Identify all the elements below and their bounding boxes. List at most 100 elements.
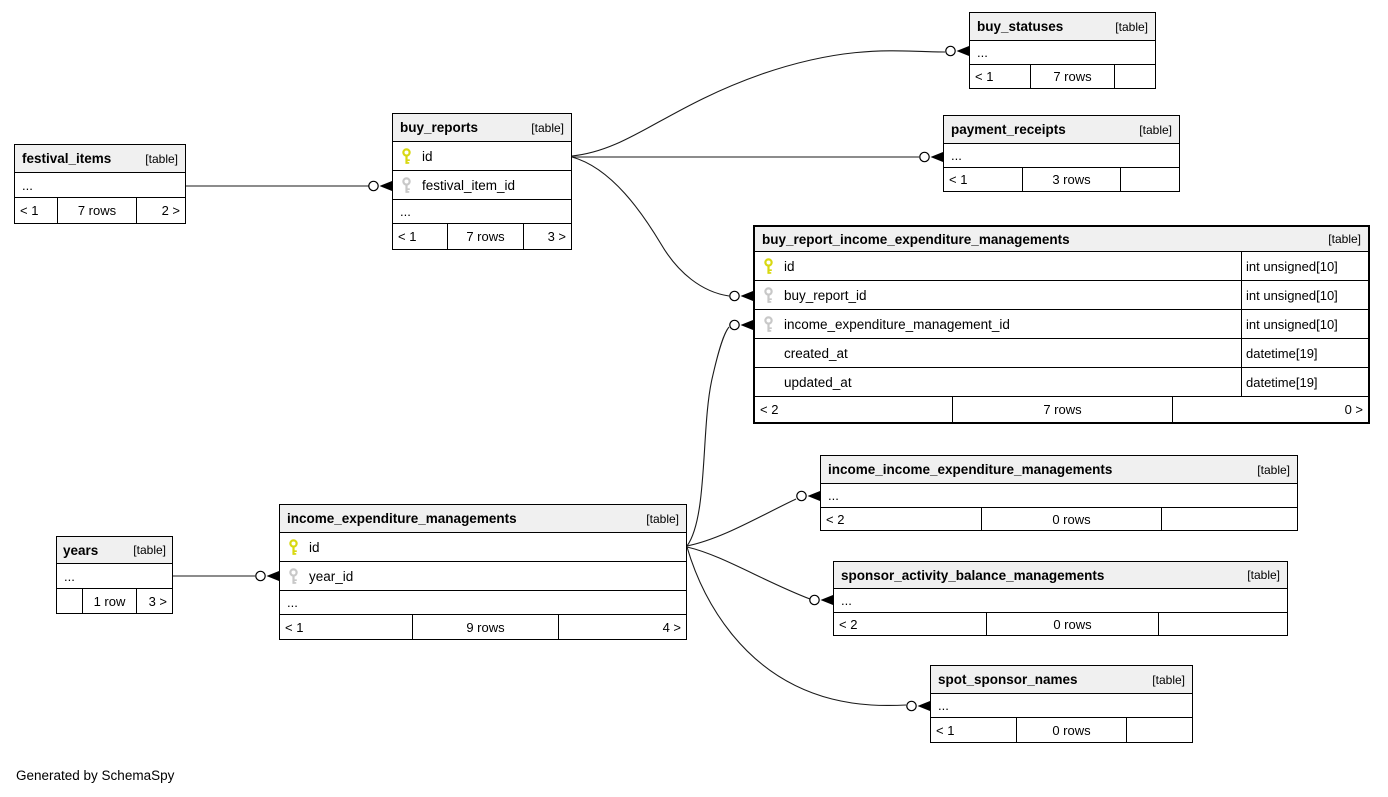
zero-circle-icon	[906, 700, 917, 712]
footer-children: 0 >	[1172, 397, 1368, 422]
footer-rowcount: 7 rows	[952, 397, 1172, 422]
hidden-columns-row: ...	[931, 694, 1192, 718]
table-name[interactable]: spot_sponsor_names	[938, 672, 1078, 687]
table-buy-statuses[interactable]: buy_statuses [table] ... < 1 7 rows	[969, 12, 1156, 89]
hidden-columns-row: ...	[970, 41, 1155, 65]
table-name[interactable]: festival_items	[22, 151, 112, 166]
column-name: created_at	[784, 345, 848, 361]
column-type: int unsigned[10]	[1241, 281, 1368, 309]
foreign-key-icon	[288, 567, 300, 585]
table-income-expenditure-managements[interactable]: income_expenditure_managements [table] i…	[279, 504, 687, 640]
table-tag: [table]	[1328, 232, 1361, 246]
column-name: buy_report_id	[784, 287, 867, 303]
column-name: income_expenditure_management_id	[784, 316, 1010, 332]
hidden-columns-row: ...	[280, 591, 686, 615]
foreign-key-icon	[763, 286, 775, 304]
table-payment-receipts[interactable]: payment_receipts [table] ... < 1 3 rows	[943, 115, 1180, 192]
table-tag: [table]	[133, 543, 166, 557]
table-tag: [table]	[1115, 19, 1148, 34]
zero-circle-icon	[809, 594, 820, 606]
primary-key-icon	[763, 257, 775, 275]
footer-rowcount: 3 rows	[1022, 168, 1120, 191]
column-row: id	[280, 533, 686, 562]
column-name: id	[309, 539, 320, 555]
hidden-columns-row: ...	[944, 144, 1179, 168]
zero-circle-icon	[255, 570, 266, 582]
footer-parents: < 1	[949, 172, 968, 187]
footer-parents: < 2	[839, 616, 858, 632]
footer-parents: < 1	[285, 619, 304, 635]
table-sponsor-activity-balance-managements[interactable]: sponsor_activity_balance_managements [ta…	[833, 561, 1288, 636]
zero-circle-icon	[729, 290, 740, 302]
column-row: id int unsigned[10]	[755, 252, 1368, 281]
table-name[interactable]: buy_reports	[400, 120, 479, 135]
foreign-key-icon	[763, 315, 775, 333]
connector-iem-sponsor	[686, 546, 811, 600]
crowfoot-arrow-icon	[740, 320, 753, 330]
table-tag: [table]	[531, 120, 564, 135]
footer-rowcount: 1 row	[82, 589, 136, 613]
table-buy-report-income-expenditure-managements[interactable]: buy_report_income_expenditure_management…	[753, 225, 1370, 424]
table-name[interactable]: sponsor_activity_balance_managements	[841, 567, 1105, 583]
table-name[interactable]: years	[63, 542, 99, 558]
footer-parents: < 2	[826, 511, 845, 527]
column-type: datetime[19]	[1241, 368, 1368, 396]
crowfoot-arrow-icon	[956, 46, 969, 56]
footer-children	[1114, 65, 1155, 88]
footer-rowcount: 9 rows	[412, 615, 558, 639]
connector-buy-reports-brem	[571, 156, 730, 297]
column-row: buy_report_id int unsigned[10]	[755, 281, 1368, 310]
footer-parents: < 1	[398, 229, 417, 244]
connector-iem-income-income	[686, 498, 797, 547]
table-name[interactable]: income_income_expenditure_managements	[828, 462, 1113, 477]
table-spot-sponsor-names[interactable]: spot_sponsor_names [table] ... < 1 0 row…	[930, 665, 1193, 743]
hidden-columns-row: ...	[834, 589, 1287, 613]
column-name: updated_at	[784, 374, 852, 390]
hidden-columns-row: ...	[15, 173, 185, 198]
column-type: int unsigned[10]	[1241, 252, 1368, 280]
column-row: income_expenditure_management_id int uns…	[755, 310, 1368, 339]
crowfoot-arrow-icon	[807, 491, 820, 501]
table-income-income-expenditure-managements[interactable]: income_income_expenditure_managements [t…	[820, 455, 1298, 531]
crowfoot-arrow-icon	[379, 181, 392, 191]
table-tag: [table]	[1247, 568, 1280, 582]
crowfoot-arrow-icon	[266, 571, 279, 581]
table-name[interactable]: buy_statuses	[977, 19, 1064, 34]
column-type: datetime[19]	[1241, 339, 1368, 367]
crowfoot-arrow-icon	[930, 152, 943, 162]
column-row: id	[393, 142, 571, 171]
foreign-key-icon	[401, 176, 413, 194]
zero-circle-icon	[729, 319, 740, 331]
table-name[interactable]: payment_receipts	[951, 122, 1066, 137]
footer-rowcount: 0 rows	[981, 508, 1161, 530]
hidden-columns-row: ...	[57, 564, 172, 589]
zero-circle-icon	[945, 45, 956, 57]
primary-key-icon	[401, 147, 413, 165]
footer-children	[1120, 168, 1179, 191]
footer-rowcount: 0 rows	[986, 613, 1158, 635]
table-tag: [table]	[1139, 122, 1172, 137]
footer-children: 3 >	[523, 224, 571, 249]
table-name[interactable]: income_expenditure_managements	[287, 511, 517, 526]
table-name[interactable]: buy_report_income_expenditure_management…	[762, 231, 1070, 247]
column-name: festival_item_id	[422, 177, 516, 193]
footer-children	[1126, 718, 1192, 742]
table-tag: [table]	[646, 511, 679, 526]
crowfoot-arrow-icon	[820, 595, 833, 605]
footer-children: 2 >	[136, 198, 185, 223]
table-festival-items[interactable]: festival_items [table] ... < 1 7 rows 2 …	[14, 144, 186, 224]
column-type: int unsigned[10]	[1241, 310, 1368, 338]
footer-parents	[57, 589, 82, 613]
connector-buy-reports-buy-statuses	[571, 50, 946, 157]
zero-circle-icon	[796, 490, 807, 502]
generator-credit: Generated by SchemaSpy	[16, 768, 175, 783]
zero-circle-icon	[368, 180, 379, 192]
connector-iem-brem	[686, 326, 730, 547]
table-buy-reports[interactable]: buy_reports [table] id festival_item_id …	[392, 113, 572, 250]
table-years[interactable]: years [table] ... 1 row 3 >	[56, 536, 173, 614]
crowfoot-arrow-icon	[917, 701, 930, 711]
hidden-columns-row: ...	[393, 200, 571, 224]
column-name: year_id	[309, 568, 354, 584]
column-name: id	[422, 148, 433, 164]
footer-parents: < 2	[760, 402, 779, 417]
